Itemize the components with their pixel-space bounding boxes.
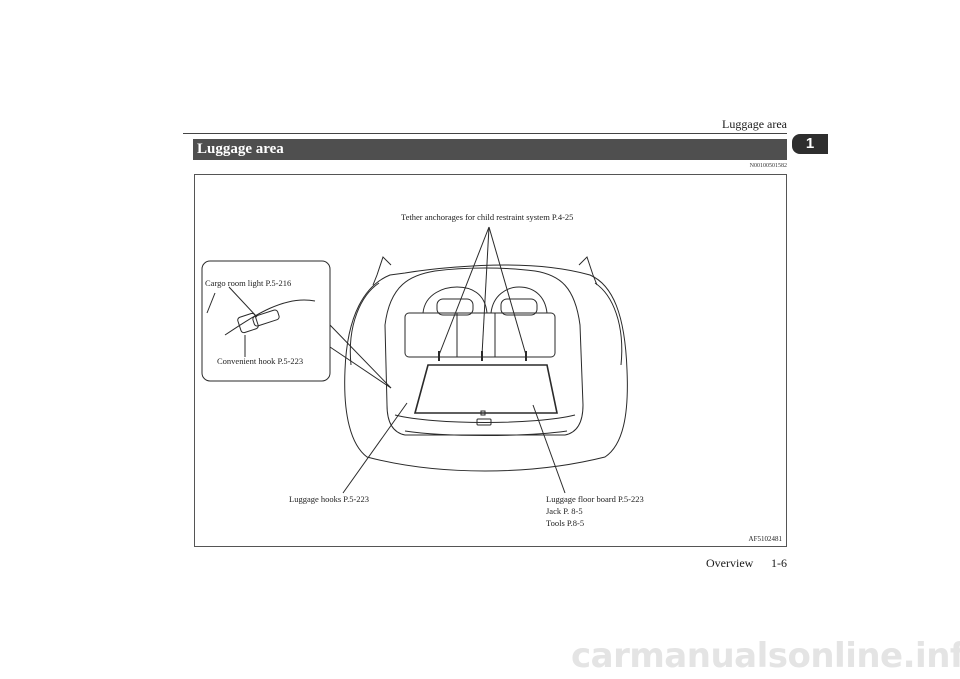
label-tether-anchorages: Tether anchorages for child restraint sy… (401, 212, 574, 222)
section-title: Luggage area (197, 141, 284, 157)
figure-code: AF5102481 (748, 535, 782, 543)
section-title-bar (193, 139, 787, 160)
section-id: N00100501582 (749, 163, 787, 169)
label-cargo-room-light: Cargo room light P.5-216 (205, 278, 292, 288)
page-number: 1-6 (771, 556, 787, 570)
label-tools: Tools P.8-5 (546, 518, 585, 528)
label-jack: Jack P. 8-5 (546, 506, 583, 516)
label-convenient-hook: Convenient hook P.5-223 (217, 356, 304, 366)
luggage-area-illustration: Tether anchorages for child restraint sy… (194, 174, 787, 547)
header-rule (183, 133, 787, 134)
watermark: carmanualsonline.info (571, 636, 960, 676)
car-rear-drawing (201, 226, 628, 494)
running-header-title: Luggage area (722, 117, 787, 131)
label-luggage-hooks: Luggage hooks P.5-223 (289, 494, 370, 504)
chapter-tab[interactable]: 1 (792, 134, 828, 154)
label-luggage-floor-board: Luggage floor board P.5-223 (546, 494, 644, 504)
footer-section-name: Overview (706, 556, 754, 570)
